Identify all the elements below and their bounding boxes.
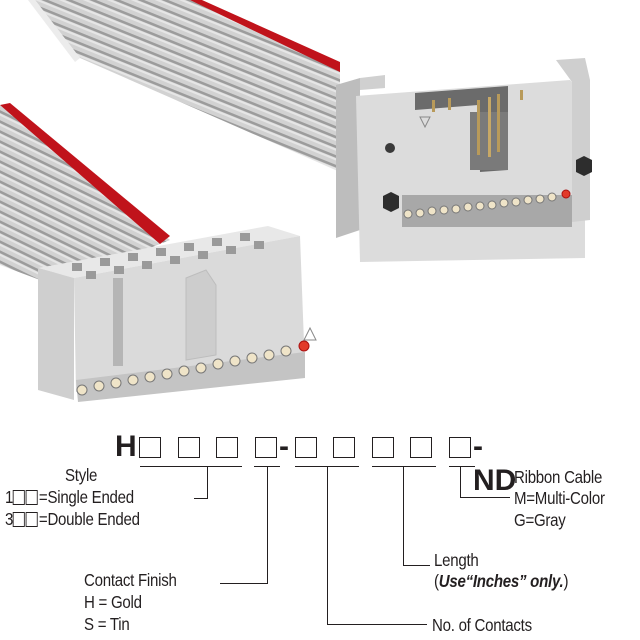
ribbon-title: Ribbon Cable <box>514 467 603 487</box>
style-bracket <box>140 466 242 467</box>
paren-close: ) <box>563 571 569 591</box>
finish-option-tin: S = Tin <box>84 614 130 634</box>
cable-leader <box>460 466 461 498</box>
paren-open: ( <box>434 571 439 591</box>
length-box-2 <box>410 437 432 458</box>
socket-connector <box>38 226 317 402</box>
length-note: (Use“Inches” only.) <box>434 570 568 592</box>
style-leader <box>207 466 208 498</box>
length-leader-h <box>403 565 430 566</box>
finish-option-gold: H = Gold <box>84 592 142 612</box>
ribbon-cable-assembly-image <box>0 0 592 402</box>
contacts-leader <box>327 466 328 625</box>
contacts-leader-h <box>327 624 427 625</box>
lower-ribbon-cable <box>0 103 170 280</box>
blank-box <box>26 490 39 505</box>
length-title: Length <box>434 550 479 570</box>
contacts-title: No. of Contacts <box>432 615 532 635</box>
cable-box <box>449 437 471 458</box>
style-single-text: =Single Ended <box>38 487 134 507</box>
style-code-3: 3 <box>5 509 14 529</box>
finish-leader-h <box>220 583 268 584</box>
length-note-text: Use“Inches” only. <box>438 571 564 591</box>
header-connector <box>336 58 592 262</box>
cable-bracket <box>449 466 475 467</box>
style-option-double: 3 =Double Ended <box>5 508 140 530</box>
dash-separator: - <box>279 430 289 463</box>
blank-box <box>13 512 26 527</box>
style-leader-h <box>194 498 208 499</box>
style-box-1 <box>139 437 161 458</box>
length-leader <box>403 466 404 566</box>
contacts-box-2 <box>333 437 355 458</box>
length-bracket <box>372 466 436 467</box>
finish-leader <box>267 466 268 584</box>
finish-title: Contact Finish <box>84 570 177 590</box>
header-contact-row <box>403 189 571 219</box>
cable-leader-h <box>460 497 510 498</box>
finish-box <box>255 437 277 458</box>
style-box-2 <box>178 437 200 458</box>
blank-box <box>26 512 39 527</box>
style-code-1: 1 <box>5 487 14 507</box>
style-box-3 <box>216 437 238 458</box>
suffix-nd: -ND <box>473 430 517 497</box>
socket-contact-row <box>76 340 310 396</box>
contacts-box-1 <box>295 437 317 458</box>
style-option-single: 1 =Single Ended <box>5 486 134 508</box>
upper-ribbon-cable <box>28 0 340 172</box>
ribbon-option-multicolor: M=Multi-Color <box>514 488 605 508</box>
style-title: Style <box>65 465 98 485</box>
blank-box <box>13 490 26 505</box>
style-double-text: =Double Ended <box>38 509 140 529</box>
ribbon-option-gray: G=Gray <box>514 510 566 530</box>
part-number-prefix: H <box>115 430 137 463</box>
length-box-1 <box>372 437 394 458</box>
